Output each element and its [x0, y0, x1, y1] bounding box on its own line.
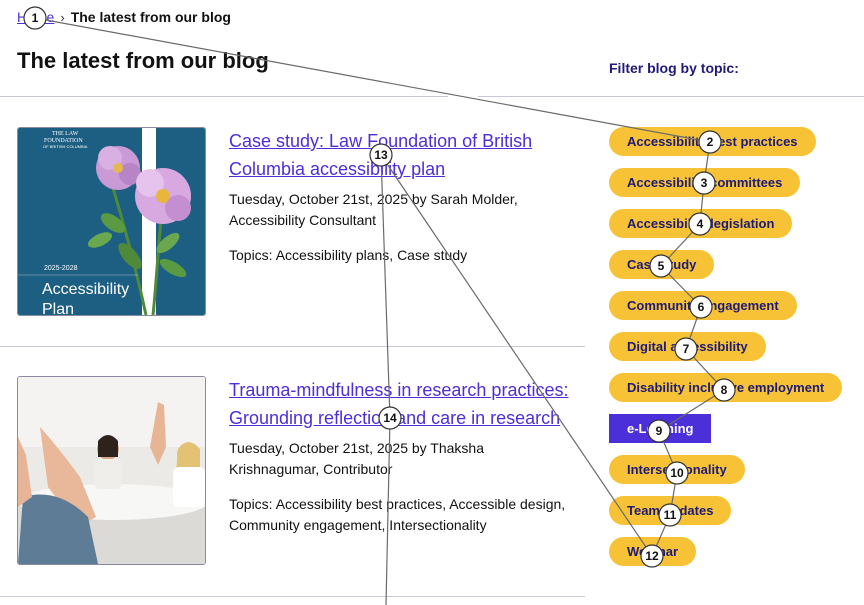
topic-tag-case-study[interactable]: Case study [609, 250, 715, 279]
accessibility-plan-cover-image: THE LAW FOUNDATION OF BRITISH COLUMBIA 2… [18, 128, 205, 315]
topic-tag-digital-accessibility[interactable]: Digital accessibility [609, 332, 766, 361]
topic-tag-e-learning[interactable]: e-Learning [609, 414, 712, 443]
post-image[interactable]: THE LAW FOUNDATION OF BRITISH COLUMBIA 2… [17, 127, 206, 316]
divider [478, 96, 864, 97]
post-meta: Tuesday, October 21st, 2025 by Sarah Mol… [229, 191, 518, 228]
breadcrumb-separator: › [60, 9, 65, 25]
topic-tag-community-engagement[interactable]: Community engagement [609, 291, 797, 320]
topic-tag-webinar[interactable]: Webinar [609, 537, 697, 566]
topic-tag-intersectionality[interactable]: Intersectionality [609, 455, 745, 484]
cover-org-line1: THE LAW [52, 131, 79, 137]
post-topics: Topics: Accessibility plans, Case study [229, 247, 468, 263]
post-topics: Topics: Accessibility best practices, Ac… [229, 496, 566, 533]
post-meta: Tuesday, October 21st, 2025 by Thaksha K… [229, 440, 485, 477]
divider [0, 346, 585, 347]
cover-years: 2025-2028 [44, 265, 78, 272]
breadcrumb: Home › The latest from our blog [17, 9, 231, 25]
topic-tag-accessibility-committees[interactable]: Accessibility committees [609, 168, 801, 197]
topic-tag-accessibility-best-practices[interactable]: Accessibility best practices [609, 127, 816, 156]
filter-label: Filter blog by topic: [609, 60, 739, 76]
cover-caption: Accessibility Plan [42, 281, 130, 315]
topic-filter-list: Accessibility best practices Accessibili… [609, 127, 843, 566]
blog-post: Trauma-mindfulness in research practices… [17, 376, 577, 576]
breadcrumb-current: The latest from our blog [70, 9, 231, 25]
divider [0, 96, 448, 97]
topic-tag-team-updates[interactable]: Team updates [609, 496, 732, 525]
blog-post: THE LAW FOUNDATION OF BRITISH COLUMBIA 2… [17, 127, 577, 327]
post-title-link[interactable]: Trauma-mindfulness in research practices… [229, 380, 569, 428]
meeting-hands-raised-image [18, 377, 205, 564]
cover-org-line3: OF BRITISH COLUMBIA [43, 144, 88, 149]
post-title-link[interactable]: Case study: Law Foundation of British Co… [229, 131, 533, 179]
topic-tag-accessibility-legislation[interactable]: Accessibility legislation [609, 209, 793, 238]
post-image[interactable] [17, 376, 206, 565]
topic-tag-disability-inclusive-employment[interactable]: Disability inclusive employment [609, 373, 843, 402]
page-title: The latest from our blog [17, 48, 269, 73]
divider [0, 596, 585, 597]
breadcrumb-home-link[interactable]: Home [17, 9, 55, 25]
